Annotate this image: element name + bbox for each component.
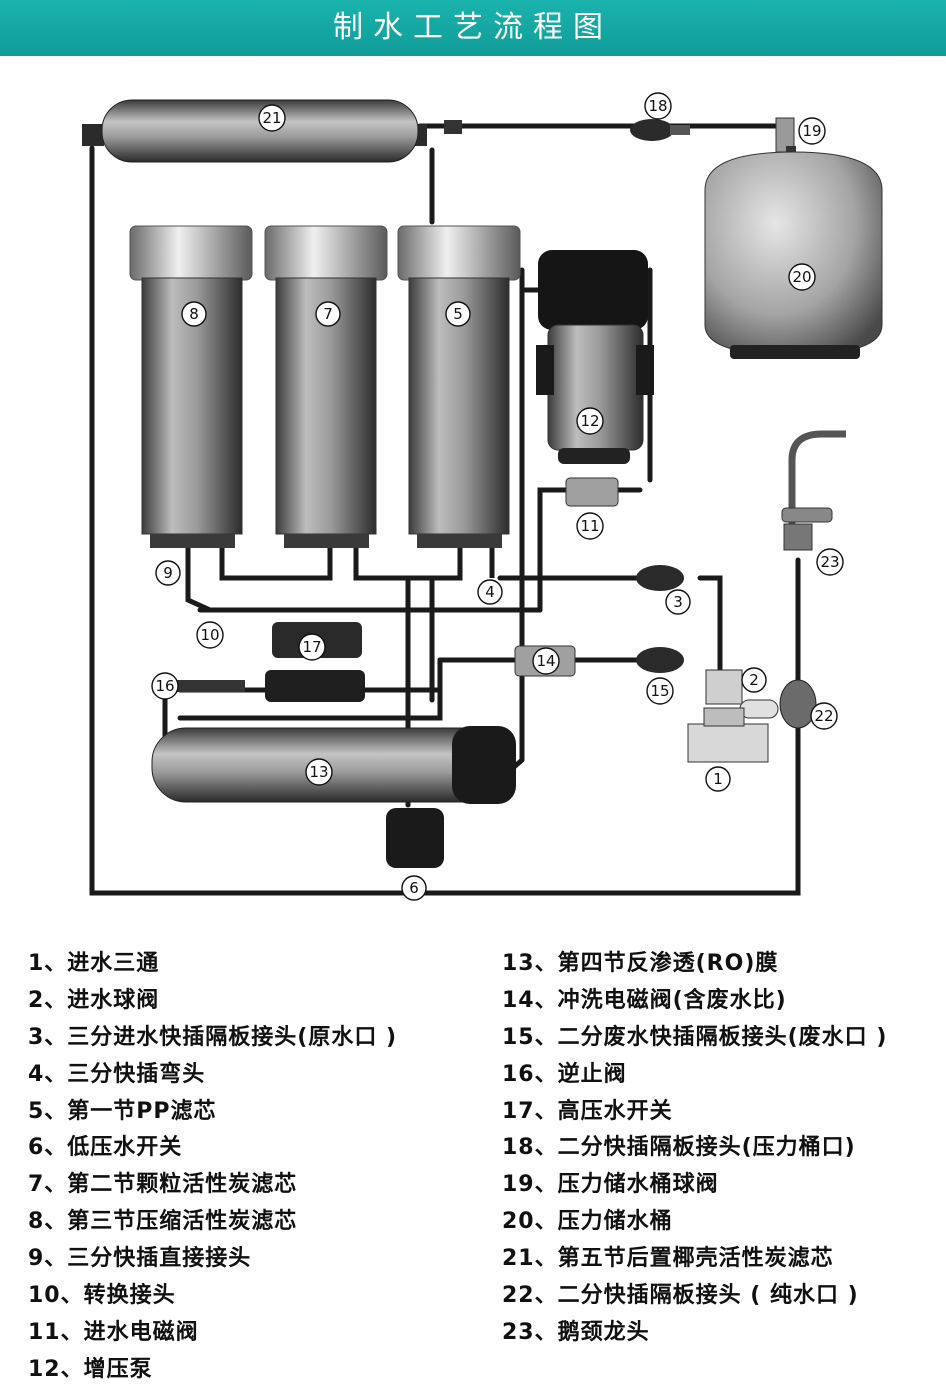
svg-text:6: 6 <box>409 879 419 897</box>
legend-item: 3、三分进水快插隔板接头(原水口 ) <box>28 1024 398 1050</box>
legend-item: 1、进水三通 <box>28 951 160 976</box>
callout-22: 22 <box>810 702 838 730</box>
svg-text:22: 22 <box>814 707 833 725</box>
legend-item: 7、第二节颗粒活性炭滤芯 <box>28 1172 298 1198</box>
svg-text:11: 11 <box>580 517 599 535</box>
legend-item: 14、冲洗电磁阀(含废水比) <box>502 987 787 1013</box>
svg-text:21: 21 <box>262 109 281 127</box>
legend-item: 13、第四节反渗透(RO)膜 <box>502 951 779 976</box>
legend-item: 22、二分快插隔板接头 ( 纯水口 ) <box>502 1283 859 1309</box>
callout-6: 6 <box>401 875 427 901</box>
legend-left-column: 1、进水三通 2、进水球阀 3、三分进水快插隔板接头(原水口 ) 4、三分快插弯… <box>28 946 488 1389</box>
legend-item: 17、高压水开关 <box>502 1098 673 1124</box>
legend-item: 8、第三节压缩活性炭滤芯 <box>28 1209 298 1235</box>
callout-17: 17 <box>298 633 326 661</box>
callout-3: 3 <box>665 589 691 615</box>
legend-item: 19、压力储水桶球阀 <box>502 1172 719 1198</box>
svg-text:3: 3 <box>673 593 683 611</box>
legend-item: 20、压力储水桶 <box>502 1209 673 1235</box>
svg-text:9: 9 <box>163 564 173 582</box>
callout-18: 18 <box>644 92 672 120</box>
legend-item: 2、进水球阀 <box>28 987 160 1013</box>
inlet-ball-valve <box>705 669 779 719</box>
callout-15: 15 <box>646 677 674 705</box>
svg-text:1: 1 <box>713 770 723 788</box>
callout-5: 5 <box>445 301 471 327</box>
legend-item: 21、第五节后置椰壳活性炭滤芯 <box>502 1246 834 1272</box>
callout-13: 13 <box>305 758 333 786</box>
callout-21: 21 <box>258 104 286 132</box>
filter-housing-8 <box>129 225 253 548</box>
tank-quick-connector <box>630 119 690 141</box>
inlet-tee <box>687 707 769 763</box>
callout-9: 9 <box>155 560 181 586</box>
callout-10: 10 <box>196 621 224 649</box>
callout-1: 1 <box>705 766 731 792</box>
svg-text:16: 16 <box>155 677 174 695</box>
svg-text:23: 23 <box>820 553 839 571</box>
low-pressure-switch <box>386 808 444 868</box>
inlet-solenoid-valve <box>565 477 619 507</box>
gooseneck-faucet <box>781 430 846 551</box>
callout-16: 16 <box>151 672 179 700</box>
filter-housing-7 <box>264 225 388 548</box>
legend-item: 4、三分快插弯头 <box>28 1061 206 1087</box>
legend-item: 6、低压水开关 <box>28 1135 183 1161</box>
callout-23: 23 <box>816 548 844 576</box>
svg-text:2: 2 <box>749 671 759 689</box>
svg-text:20: 20 <box>792 268 811 286</box>
raw-water-connector <box>636 565 684 591</box>
callout-14: 14 <box>532 647 560 675</box>
ro-membrane <box>151 726 516 804</box>
callout-12: 12 <box>576 407 604 435</box>
check-valve <box>175 680 245 692</box>
legend-item: 12、增压泵 <box>28 1356 153 1382</box>
svg-text:5: 5 <box>453 305 463 323</box>
svg-text:10: 10 <box>200 626 219 644</box>
title-bar: 制水工艺流程图 <box>0 0 946 56</box>
booster-pump <box>536 250 654 464</box>
svg-text:15: 15 <box>650 682 669 700</box>
legend-right-column: 13、第四节反渗透(RO)膜 14、冲洗电磁阀(含废水比) 15、二分废水快插隔… <box>502 946 942 1352</box>
svg-text:18: 18 <box>648 97 667 115</box>
legend-item: 9、三分快插直接接头 <box>28 1246 252 1272</box>
filter-bottom-fittings <box>185 548 495 613</box>
filter-housing-5 <box>397 225 521 548</box>
pressure-tank <box>704 146 883 359</box>
waste-water-connector <box>636 647 684 673</box>
callout-11: 11 <box>576 512 604 540</box>
callout-numbers: 1 2 3 4 5 6 7 8 9 10 11 12 13 14 15 16 1… <box>151 92 844 901</box>
callout-8: 8 <box>181 301 207 327</box>
legend-item: 16、逆止阀 <box>502 1061 627 1087</box>
legend-item: 18、二分快插隔板接头(压力桶口) <box>502 1135 856 1161</box>
legend-item: 15、二分废水快插隔板接头(废水口 ) <box>502 1024 888 1050</box>
callout-20: 20 <box>788 263 816 291</box>
water-process-diagram: 1 2 3 4 5 6 7 8 9 10 11 12 13 14 15 16 1… <box>82 92 883 901</box>
svg-text:13: 13 <box>309 763 328 781</box>
svg-text:14: 14 <box>536 652 555 670</box>
legend-item: 23、鹅颈龙头 <box>502 1319 650 1345</box>
legend-item: 11、进水电磁阀 <box>28 1319 199 1345</box>
svg-text:17: 17 <box>302 638 321 656</box>
callout-2: 2 <box>741 667 767 693</box>
legend-item: 5、第一节PP滤芯 <box>28 1098 217 1124</box>
callout-19: 19 <box>798 117 826 145</box>
svg-text:8: 8 <box>189 305 199 323</box>
legend-item: 10、转换接头 <box>28 1283 176 1309</box>
svg-text:12: 12 <box>580 412 599 430</box>
post-carbon-filter <box>82 99 462 163</box>
page-title: 制水工艺流程图 <box>333 10 613 45</box>
pure-water-connector <box>779 679 817 729</box>
callout-4: 4 <box>477 579 503 605</box>
svg-text:7: 7 <box>323 305 333 323</box>
svg-text:4: 4 <box>485 583 495 601</box>
callout-7: 7 <box>315 301 341 327</box>
svg-text:19: 19 <box>802 122 821 140</box>
